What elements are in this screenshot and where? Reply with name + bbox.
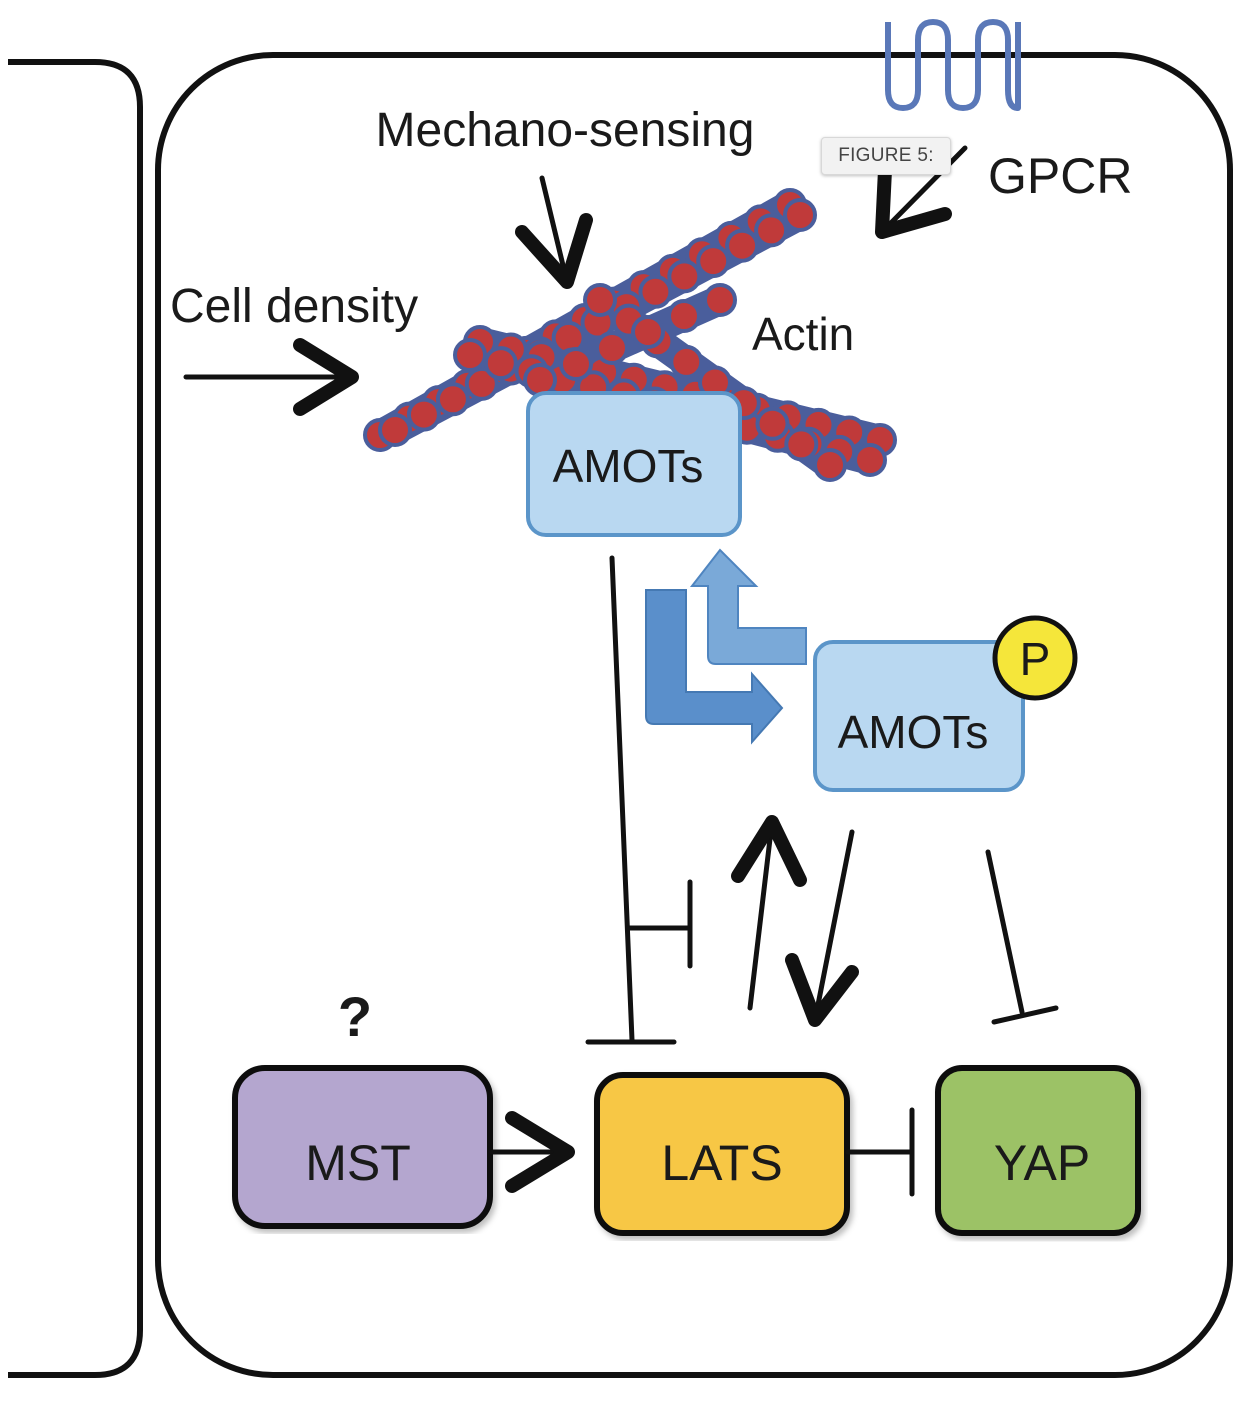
actin-bead	[453, 338, 487, 372]
figure-label-badge: FIGURE 5:	[821, 137, 951, 175]
actin-bead	[406, 397, 441, 432]
actin-bead	[483, 346, 518, 381]
actin-bead	[595, 331, 629, 365]
actin-bead	[813, 448, 847, 482]
mst-node: MST	[232, 1065, 493, 1229]
cell-density-arrow	[183, 338, 359, 416]
actin-label: Actin	[752, 308, 854, 360]
gpcr-label: GPCR	[988, 148, 1132, 204]
phosphorylation-cycle-arrow-out	[645, 589, 784, 745]
actin-bead	[631, 315, 665, 349]
yap-label: YAP	[994, 1135, 1090, 1191]
amots-cycle-arrows	[645, 548, 807, 745]
left-bracket	[8, 59, 143, 1378]
actin-bead	[783, 198, 817, 232]
unknown-upstream-label: ?	[338, 985, 372, 1048]
actin-bead	[853, 443, 887, 477]
lats-inhibits-yap	[845, 1107, 915, 1197]
actin-bead	[523, 363, 557, 397]
actin-bead	[669, 344, 704, 379]
actin-bead	[725, 228, 760, 263]
cell-density-label: Cell density	[170, 280, 418, 333]
actin-bead	[754, 213, 789, 248]
mst-activates-lats-arrow	[489, 1111, 575, 1193]
gpcr-arrow	[875, 145, 968, 239]
lats-node: LATS	[594, 1072, 850, 1236]
amots-phosphorylated-node: AMOTs	[813, 640, 1025, 792]
actin-bead	[696, 244, 731, 279]
lats-label: LATS	[661, 1135, 782, 1191]
amots-actin-bound-node: AMOTs	[526, 391, 742, 537]
actin-bead	[583, 283, 617, 317]
gpcr-receptor-icon	[885, 19, 1021, 111]
actin-bead	[638, 274, 673, 309]
amots-inhibits-yap	[985, 849, 1059, 1025]
actin-bead	[435, 382, 470, 417]
dephosphorylation-cycle-arrow-back	[689, 548, 807, 665]
actin-bead	[755, 406, 790, 441]
actin-bead	[784, 427, 819, 462]
amots-phosphorylated-label: AMOTs	[838, 706, 989, 758]
actin-bead	[703, 283, 737, 317]
lats-to-amots-arrow	[731, 815, 807, 1011]
yap-node: YAP	[935, 1065, 1141, 1236]
actin-bead	[667, 299, 701, 333]
actin-bead	[667, 259, 702, 294]
actin-bead	[559, 347, 593, 381]
mechano-arrow	[515, 175, 593, 289]
actin-bead	[378, 413, 412, 447]
amots-inhibits-lats-amot-interaction	[625, 879, 693, 969]
phospho-badge: P	[992, 615, 1078, 701]
amots-inhibits-lats	[585, 555, 677, 1045]
actin-bead	[464, 366, 499, 401]
amots-actin-bound-label: AMOTs	[553, 440, 704, 492]
amots-to-lats-arrow	[785, 829, 859, 1027]
phospho-label: P	[1020, 633, 1051, 685]
mechano-sensing-label: Mechano-sensing	[376, 104, 755, 157]
mst-label: MST	[305, 1135, 411, 1191]
